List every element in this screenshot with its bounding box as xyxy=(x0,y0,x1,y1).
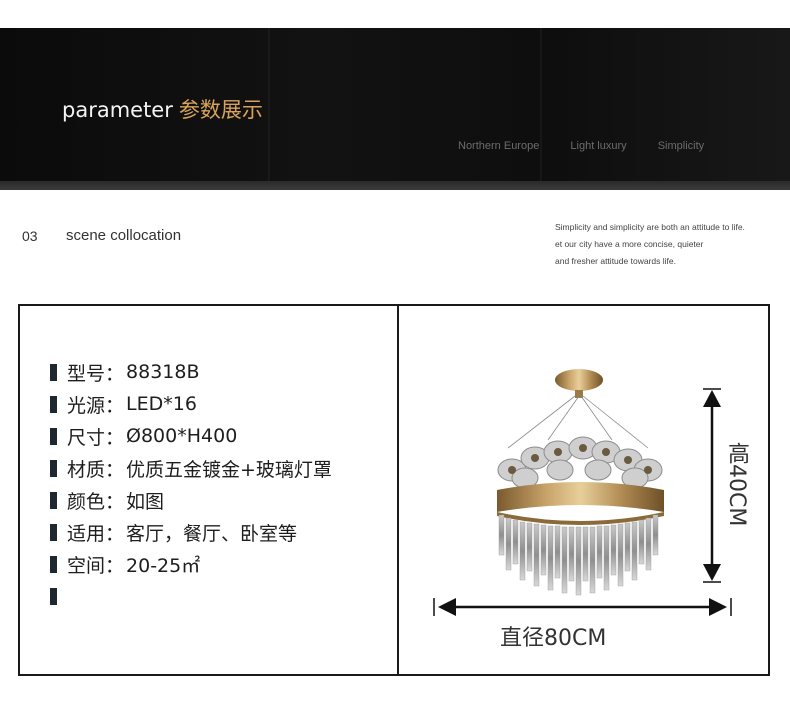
spec-label: 型号： xyxy=(67,362,125,385)
bullet-icon xyxy=(50,459,57,477)
section-number: 03 xyxy=(22,228,38,244)
banner-tag: Northern Europe xyxy=(458,140,540,152)
spec-item: 空间：20-25㎡ xyxy=(50,548,332,580)
spec-item: 型号：88318B xyxy=(50,356,332,388)
section-title: scene collocation xyxy=(66,227,182,244)
spec-value: 20-25㎡ xyxy=(126,554,201,577)
banner-seam xyxy=(268,28,270,190)
spec-label: 光源： xyxy=(67,394,125,417)
bullet-icon xyxy=(50,491,57,509)
spec-value: LED*16 xyxy=(126,393,197,415)
description-line: Simplicity and simplicity are both an at… xyxy=(555,222,745,232)
spec-value: 优质五金镀金+玻璃灯罩 xyxy=(126,458,332,481)
bullet-icon xyxy=(50,395,57,413)
spec-item: 尺寸：Ø800*H400 xyxy=(50,420,332,452)
description-line: et our city have a more concise, quieter xyxy=(555,239,704,249)
banner-title-cn: 参数展示 xyxy=(178,98,263,122)
spec-item: 光源：LED*16 xyxy=(50,388,332,420)
spec-item: 材质：优质五金镀金+玻璃灯罩 xyxy=(50,452,332,484)
spec-value: 88318B xyxy=(126,361,200,383)
banner-seam xyxy=(540,28,542,190)
bullet-icon xyxy=(50,555,57,573)
spec-item: 适用：客厅，餐厅、卧室等 xyxy=(50,516,332,548)
bullet-icon xyxy=(50,587,57,605)
spec-label: 空间： xyxy=(67,554,125,577)
banner-tags: Northern Europe Light luxury Simplicity xyxy=(458,140,732,152)
height-dimension-label: 高40CM xyxy=(724,442,749,527)
bullet-icon xyxy=(50,523,57,541)
banner-tag: Light luxury xyxy=(570,140,627,152)
bullet-icon xyxy=(50,427,57,445)
spec-item: 颜色：如图 xyxy=(50,484,332,516)
spec-panel: 型号：88318B 光源：LED*16 尺寸：Ø800*H400 材质：优质五金… xyxy=(18,304,770,676)
bullet-icon xyxy=(50,363,57,381)
section-description: Simplicity and simplicity are both an at… xyxy=(555,219,745,270)
spec-label: 适用： xyxy=(67,522,125,545)
spec-list: 型号：88318B 光源：LED*16 尺寸：Ø800*H400 材质：优质五金… xyxy=(50,356,332,612)
spec-value: 客厅，餐厅、卧室等 xyxy=(126,522,298,545)
spec-label: 颜色： xyxy=(67,490,125,513)
spec-label: 尺寸： xyxy=(67,426,125,449)
spec-item xyxy=(50,580,332,612)
width-dimension-label: 直径80CM xyxy=(500,626,607,651)
spec-value: Ø800*H400 xyxy=(126,425,238,447)
spec-label: 材质： xyxy=(67,458,125,481)
description-line: and fresher attitude towards life. xyxy=(555,256,676,266)
banner-title-en: parameter xyxy=(62,98,173,122)
panel-divider xyxy=(397,306,399,674)
spec-value: 如图 xyxy=(126,490,165,513)
banner-tag: Simplicity xyxy=(657,140,705,152)
banner-bottom-strip xyxy=(0,181,790,190)
